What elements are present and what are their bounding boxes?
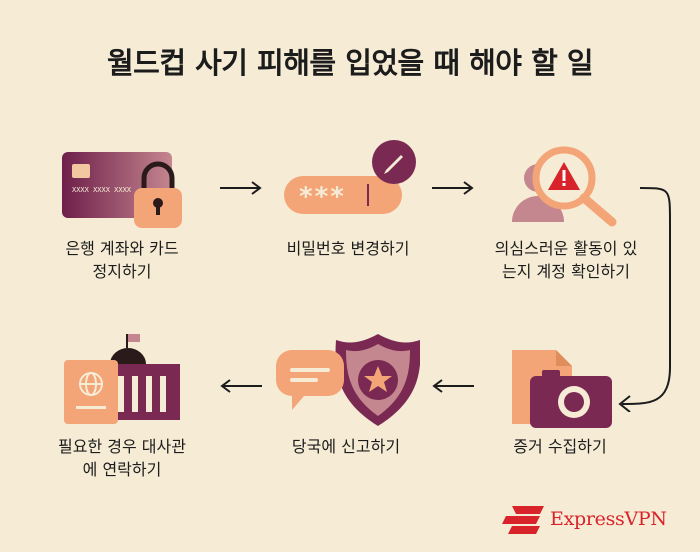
password-mask: *** [298,182,345,212]
passport-embassy-icon [64,334,180,424]
expressvpn-logo: ExpressVPN [500,500,675,540]
police-badge-chat-icon [276,334,420,426]
expressvpn-logo-icon [502,506,544,534]
page-title: 월드컵 사기 피해를 입었을 때 해야 할 일 [106,46,594,80]
card-number: XXXX XXXX XXXX [72,186,132,194]
arrow-left-icon [220,379,262,393]
brand-name: ExpressVPN [550,508,667,530]
connector-arrow-icon [618,187,671,412]
document-camera-icon [512,350,612,428]
arrow-left-icon [432,379,474,393]
password-field-pencil-icon: *** [284,140,416,214]
arrow-right-icon [220,181,262,195]
credit-card-lock-icon: XXXX XXXX XXXX [62,152,182,228]
step-2-label: 비밀번호 변경하기 [286,239,410,258]
user-magnifier-alert-icon [512,146,617,227]
step-1-label: 은행 계좌와 카드 정지하기 [65,239,179,281]
arrow-right-icon [432,181,474,195]
step-4-label: 증거 수집하기 [513,437,607,456]
step-5-label: 당국에 신고하기 [291,437,401,456]
step-6-label: 필요한 경우 대사관 에 연락하기 [58,437,186,479]
step-3-label: 의심스러운 활동이 있 는지 계정 확인하기 [494,239,638,281]
